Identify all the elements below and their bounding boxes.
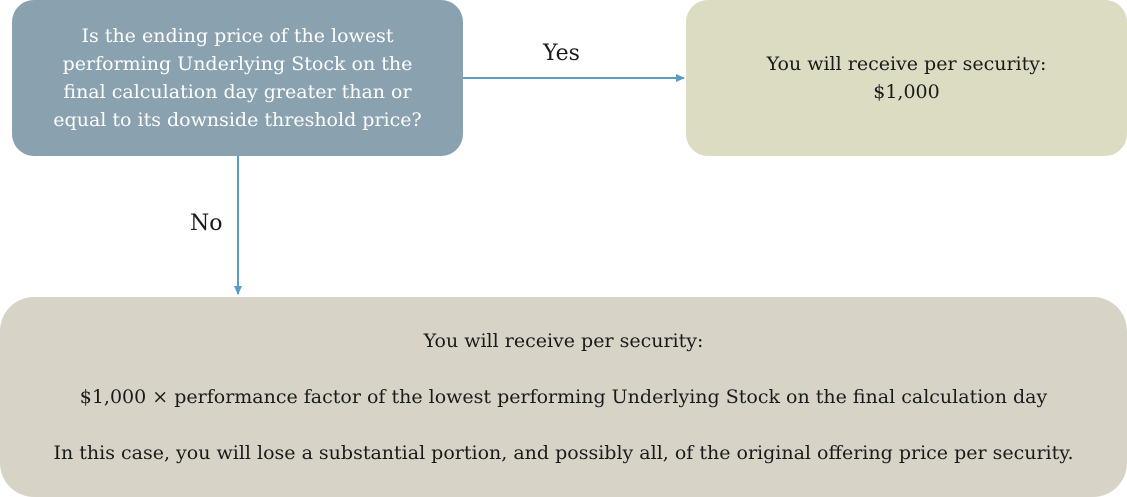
- yes-label: Yes: [543, 41, 580, 66]
- yes-outcome-text: You will receive per security: $1,000: [766, 53, 1047, 103]
- decision-question-text: Is the ending price of the lowest perfor…: [53, 25, 422, 131]
- no-outcome-formula: $1,000 × performance factor of the lowes…: [79, 386, 1048, 408]
- decision-question-box: Is the ending price of the lowest perfor…: [12, 0, 463, 156]
- no-outcome-heading: You will receive per security:: [423, 330, 704, 352]
- no-label: No: [190, 211, 223, 236]
- no-outcome-warning: In this case, you will lose a substantia…: [53, 442, 1074, 464]
- yes-outcome-box: You will receive per security: $1,000: [686, 0, 1127, 156]
- no-outcome-box: You will receive per security: $1,000 × …: [0, 297, 1127, 497]
